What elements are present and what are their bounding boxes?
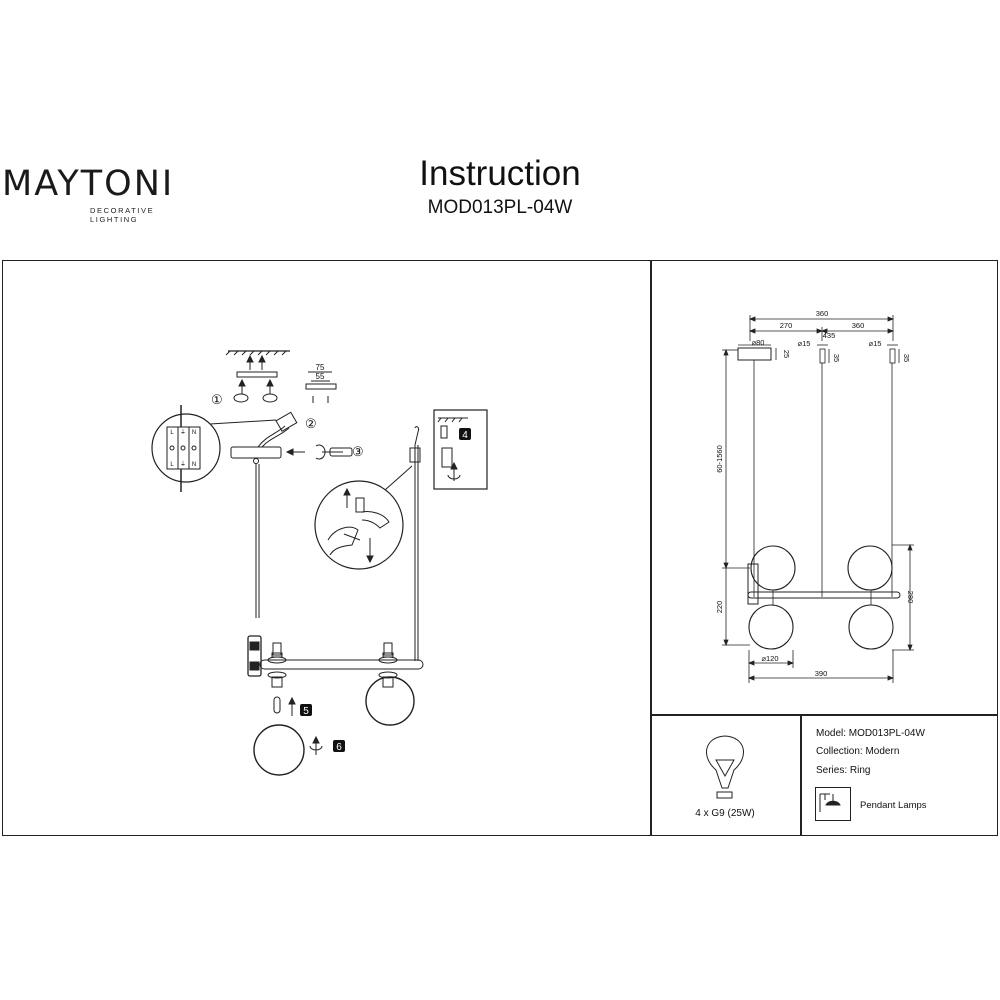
svg-text:5: 5 (303, 706, 309, 717)
brand-logo: MAYTONI DECORATIVE LIGHTING (2, 164, 187, 225)
brand-name: MAYTONI (2, 164, 175, 204)
canopy-diagram (230, 411, 353, 618)
dimension-drawing (722, 315, 914, 683)
dim-25: 25 (782, 350, 791, 358)
pendant-lamp-icon (815, 787, 851, 821)
dim-35-b: 35 (902, 354, 911, 362)
hand-install-detail-diagram (314, 465, 413, 570)
spec-collection: Collection: Modern (816, 746, 900, 757)
bulb-spec: 4 x G9 (25W) (695, 808, 755, 819)
step-4-badge: 4 (459, 428, 471, 441)
frame-divider-horizontal (650, 714, 998, 716)
wiring-detail-diagram (151, 405, 277, 492)
ceiling-mount-diagram (225, 350, 290, 403)
wire-label-n-bottom: N (192, 462, 196, 468)
svg-text:4: 4 (462, 430, 468, 441)
dim-75: 75 (316, 363, 325, 372)
ceiling-warning-box (433, 409, 488, 490)
dim-435: 435 (823, 331, 836, 340)
dim-80: ⌀80 (752, 338, 765, 347)
dim-15-b: ⌀15 (869, 339, 882, 348)
wire-label-n-top: N (192, 430, 196, 436)
dim-55: 55 (316, 372, 325, 381)
brand-tagline: DECORATIVE LIGHTING (90, 206, 155, 224)
step-3-label: ③ (352, 444, 364, 459)
mounting-bracket-diagram (305, 371, 337, 403)
frame-divider-spec (800, 714, 802, 836)
wire-label-l-top: L (170, 430, 174, 436)
spec-type: Pendant Lamps (860, 800, 927, 811)
step-6-badge: 6 (333, 740, 345, 753)
rod-assembly-diagram (247, 426, 424, 776)
dim-15-a: ⌀15 (798, 339, 811, 348)
dim-280: 280 (906, 591, 915, 604)
g9-bulb-icon (706, 735, 744, 799)
step-5-badge: 5 (300, 704, 312, 717)
dim-120: ⌀120 (761, 654, 778, 663)
page-title: Instruction (419, 154, 581, 193)
dim-360-right: 360 (852, 321, 865, 330)
spec-model: Model: MOD013PL-04W (816, 728, 925, 739)
dim-35-a: 35 (832, 354, 841, 362)
dim-60-1560: 60-1560 (715, 445, 724, 473)
wire-label-earth-top: ⏚ (180, 429, 186, 436)
step-2-label: ② (305, 416, 317, 431)
model-number: MOD013PL-04W (427, 197, 573, 218)
dim-360-top: 360 (816, 309, 829, 318)
frame-divider-vertical (650, 260, 652, 836)
svg-text:6: 6 (336, 742, 342, 753)
instruction-frame (2, 260, 998, 836)
spec-series: Series: Ring (816, 765, 871, 776)
dim-390: 390 (815, 669, 828, 678)
step-1-label: ① (211, 392, 223, 407)
wire-label-earth-bottom: ⏚ (180, 461, 186, 468)
wire-label-l-bottom: L (170, 462, 174, 468)
dim-270: 270 (780, 321, 793, 330)
dim-220: 220 (715, 601, 724, 614)
